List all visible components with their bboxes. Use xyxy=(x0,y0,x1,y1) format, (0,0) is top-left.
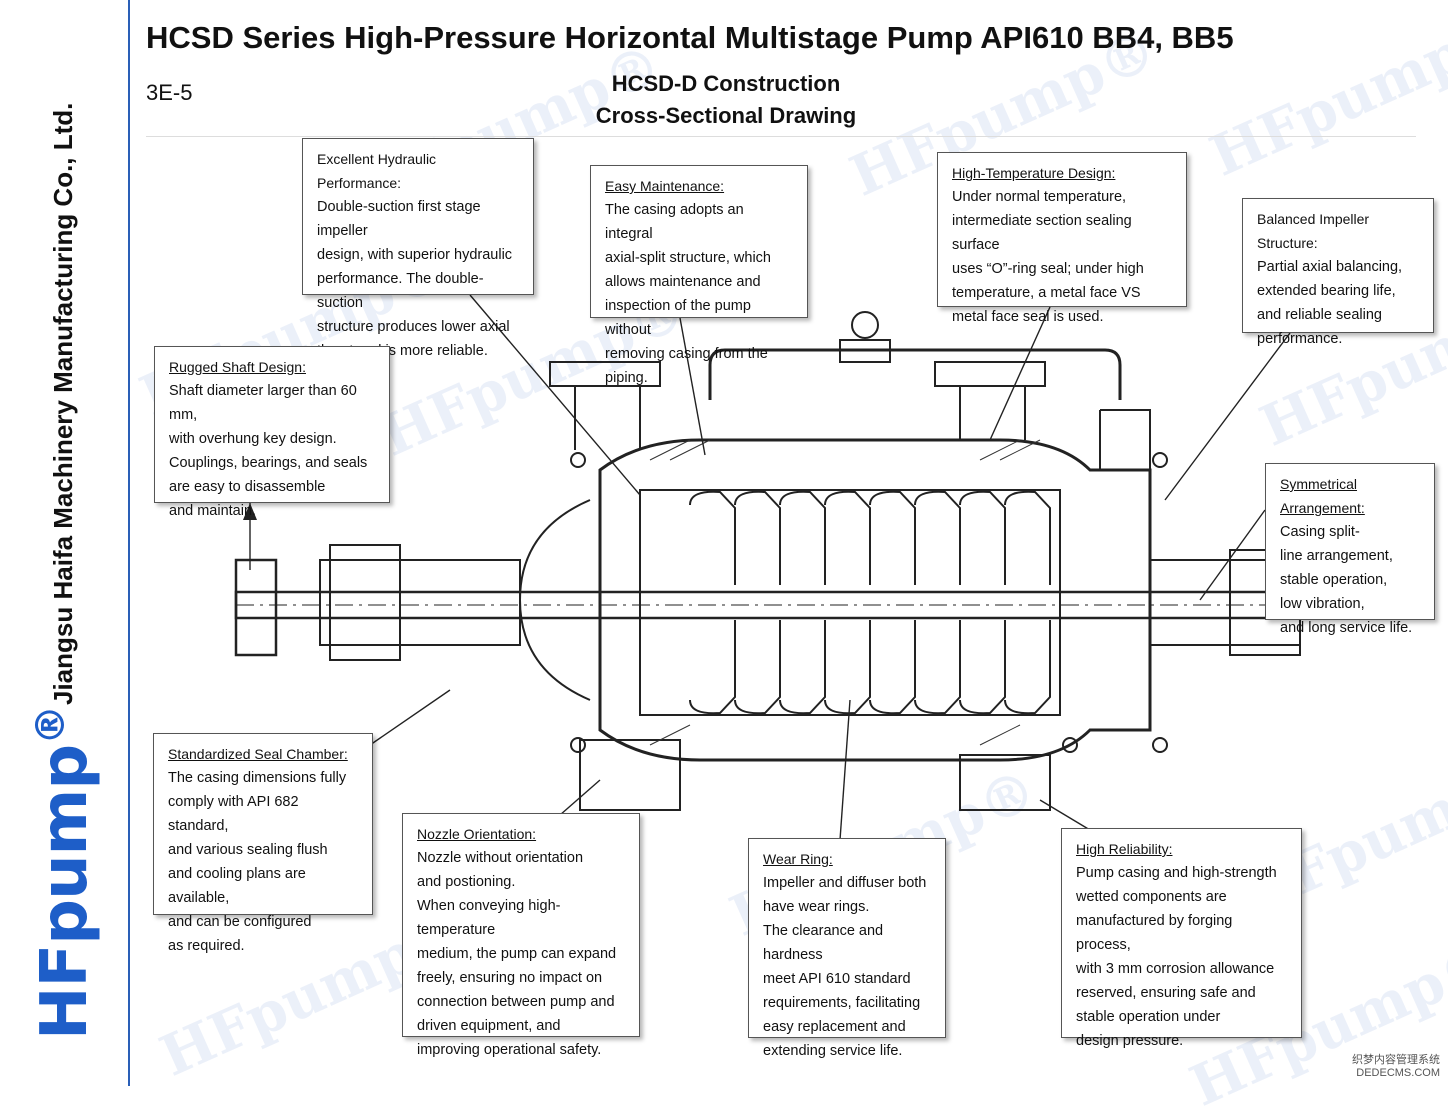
leader-nozzle xyxy=(559,779,601,816)
callout-rugged-shaft: Rugged Shaft Design: Shaft diameter larg… xyxy=(154,346,390,519)
casing-bolt xyxy=(570,452,586,468)
page-title: HCSD Series High-Pressure Horizontal Mul… xyxy=(146,20,1234,55)
callout-leaders xyxy=(249,294,1291,841)
callout-body: Nozzle without orientation and postionin… xyxy=(417,850,617,1058)
callout-heading: Balanced Impeller Structure: xyxy=(1257,211,1370,251)
stamp-line-2: DEDECMS.COM xyxy=(1356,1067,1440,1079)
callout-nozzle-orientation: Nozzle Orientation: Nozzle without orien… xyxy=(402,813,640,1058)
site-stamp: 织梦内容管理系统 DEDECMS.COM xyxy=(1352,1054,1440,1080)
callout-seal-chamber: Standardized Seal Chamber: The casing di… xyxy=(153,733,373,954)
leader-wear-ring xyxy=(839,699,851,841)
hatch-lines xyxy=(649,439,1041,746)
leader-high-temp xyxy=(989,306,1051,441)
callout-heading: High Reliability: xyxy=(1076,841,1173,857)
callout-high-reliability: High Reliability: Pump casing and high-s… xyxy=(1061,828,1302,1049)
impeller-stage xyxy=(869,490,916,715)
impeller-stage xyxy=(689,490,736,715)
registered-mark: ® xyxy=(28,705,74,745)
casing-bolt xyxy=(1152,452,1168,468)
logo-text: HFpump xyxy=(28,744,102,1040)
inner-casing xyxy=(639,489,1061,716)
suction-nozzle xyxy=(574,386,641,450)
casing-bolt xyxy=(1152,737,1168,753)
callout-heading: Symmetrical Arrangement: xyxy=(1280,476,1365,516)
section-hatching xyxy=(649,439,1041,746)
drawing-subtitle: HCSD-D Construction Cross-Sectional Draw… xyxy=(520,68,932,132)
balance-pipe xyxy=(708,348,1122,400)
lifting-lug xyxy=(839,339,891,363)
subtitle-line-1: HCSD-D Construction xyxy=(611,71,841,96)
callout-easy-maintenance: Easy Maintenance: The casing adopts an i… xyxy=(590,165,808,386)
stamp-line-1: 织梦内容管理系统 xyxy=(1352,1054,1440,1066)
brand-logo: HFpump® xyxy=(28,706,102,1040)
impeller-stages xyxy=(689,490,1051,715)
company-name: Jiangsu Haifa Machinery Manufacturing Co… xyxy=(48,102,78,705)
left-bearing-cover xyxy=(329,544,401,661)
callout-heading: Nozzle Orientation: xyxy=(417,826,537,842)
suction-volute xyxy=(518,499,591,701)
leader-maintenance xyxy=(679,317,706,456)
leader-hydraulic xyxy=(469,294,641,496)
casing-bolt xyxy=(1062,737,1078,753)
coupling-hub xyxy=(234,558,278,657)
callout-body: The casing adopts an integral axial-spli… xyxy=(605,202,771,386)
casing-bolt xyxy=(570,737,586,753)
callout-hydraulic-performance: Excellent Hydraulic Performance: Double-… xyxy=(302,138,534,359)
page-code: 3E-5 xyxy=(146,80,193,105)
suction-flange xyxy=(549,361,661,387)
callout-symmetrical-arrangement: Symmetrical Arrangement: Casing split- l… xyxy=(1265,463,1435,636)
callout-body: The casing dimensions fully comply with … xyxy=(168,770,347,954)
balance-chamber xyxy=(1099,409,1151,470)
impeller-stage xyxy=(734,490,781,715)
callout-high-temperature-design: High-Temperature Design: Under normal te… xyxy=(937,152,1187,325)
impeller-stage xyxy=(959,490,1006,715)
callout-body: Impeller and diffuser both have wear rin… xyxy=(763,875,927,1059)
brand-sidebar: Jiangsu Haifa Machinery Manufacturing Co… xyxy=(0,0,130,1086)
callout-heading: Easy Maintenance: xyxy=(605,178,725,194)
right-pump-foot xyxy=(959,754,1051,811)
left-bearing-housing xyxy=(319,559,521,646)
leader-seal-chamber xyxy=(369,689,451,746)
impeller-stage xyxy=(1004,490,1051,715)
impeller-stage xyxy=(914,490,961,715)
left-pump-foot xyxy=(579,739,681,811)
discharge-flange xyxy=(934,361,1046,387)
callout-body: Under normal temperature, intermediate s… xyxy=(952,189,1144,325)
callout-body: Partial axial balancing, extended bearin… xyxy=(1257,259,1403,347)
pump-cross-section-drawing xyxy=(234,294,1428,841)
callout-heading: Excellent Hydraulic Performance: xyxy=(317,151,437,191)
callout-heading: Standardized Seal Chamber: xyxy=(168,746,348,762)
callout-body: Pump casing and high-strength wetted com… xyxy=(1076,865,1277,1049)
callout-body: Shaft diameter larger than 60 mm, with o… xyxy=(169,383,368,519)
header-divider xyxy=(146,136,1416,137)
impeller-stage xyxy=(779,490,826,715)
callout-heading: Rugged Shaft Design: xyxy=(169,359,306,375)
callout-heading: High-Temperature Design: xyxy=(952,165,1116,181)
callout-body: Double-suction first stage impeller desi… xyxy=(317,199,513,359)
leader-arrowheads xyxy=(243,503,257,520)
outer-casing xyxy=(598,438,1152,762)
callout-wear-ring: Wear Ring: Impeller and diffuser both ha… xyxy=(748,838,946,1059)
leader-reliability xyxy=(1039,799,1091,831)
leader-symmetrical xyxy=(1199,509,1266,601)
lifting-eye xyxy=(851,311,879,339)
callout-body: Casing split- line arrangement, stable o… xyxy=(1280,524,1413,636)
callout-heading: Wear Ring: xyxy=(763,851,833,867)
leader-balanced xyxy=(1164,332,1291,501)
impeller-stage xyxy=(824,490,871,715)
callout-balanced-impeller: Balanced Impeller Structure: Partial axi… xyxy=(1242,198,1434,347)
arrowhead xyxy=(243,503,257,520)
discharge-nozzle xyxy=(959,386,1026,440)
subtitle-line-2: Cross-Sectional Drawing xyxy=(595,103,857,128)
